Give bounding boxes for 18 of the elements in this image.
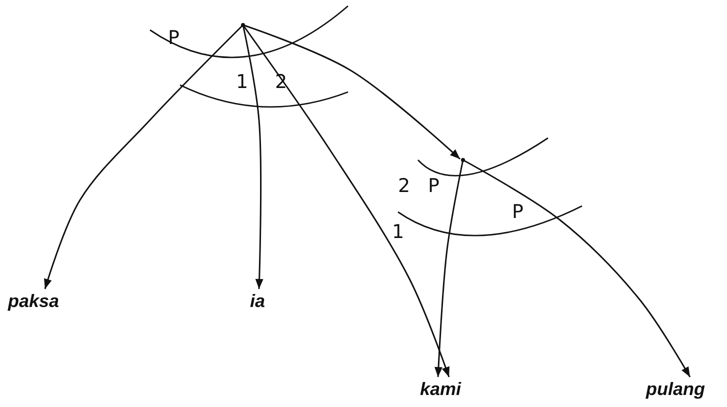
relation-label: P — [428, 176, 440, 196]
node-vertex — [461, 158, 465, 162]
arrow — [242, 24, 264, 290]
arrow — [242, 24, 450, 378]
arrow — [44, 24, 244, 290]
relation-label: 2 — [398, 176, 410, 196]
arrow — [242, 24, 460, 160]
arrow — [462, 159, 691, 378]
edge-label: P — [168, 28, 180, 48]
word-label: kami — [420, 378, 462, 400]
arrow — [434, 160, 464, 378]
edge-label: 1 — [236, 72, 248, 92]
word-label: ia — [250, 290, 266, 312]
relation-label: 1 — [392, 222, 404, 242]
word-label: pulang — [646, 378, 705, 400]
word-label: paksa — [8, 290, 60, 312]
node-vertex — [241, 23, 245, 27]
relation-label: P — [512, 202, 524, 222]
